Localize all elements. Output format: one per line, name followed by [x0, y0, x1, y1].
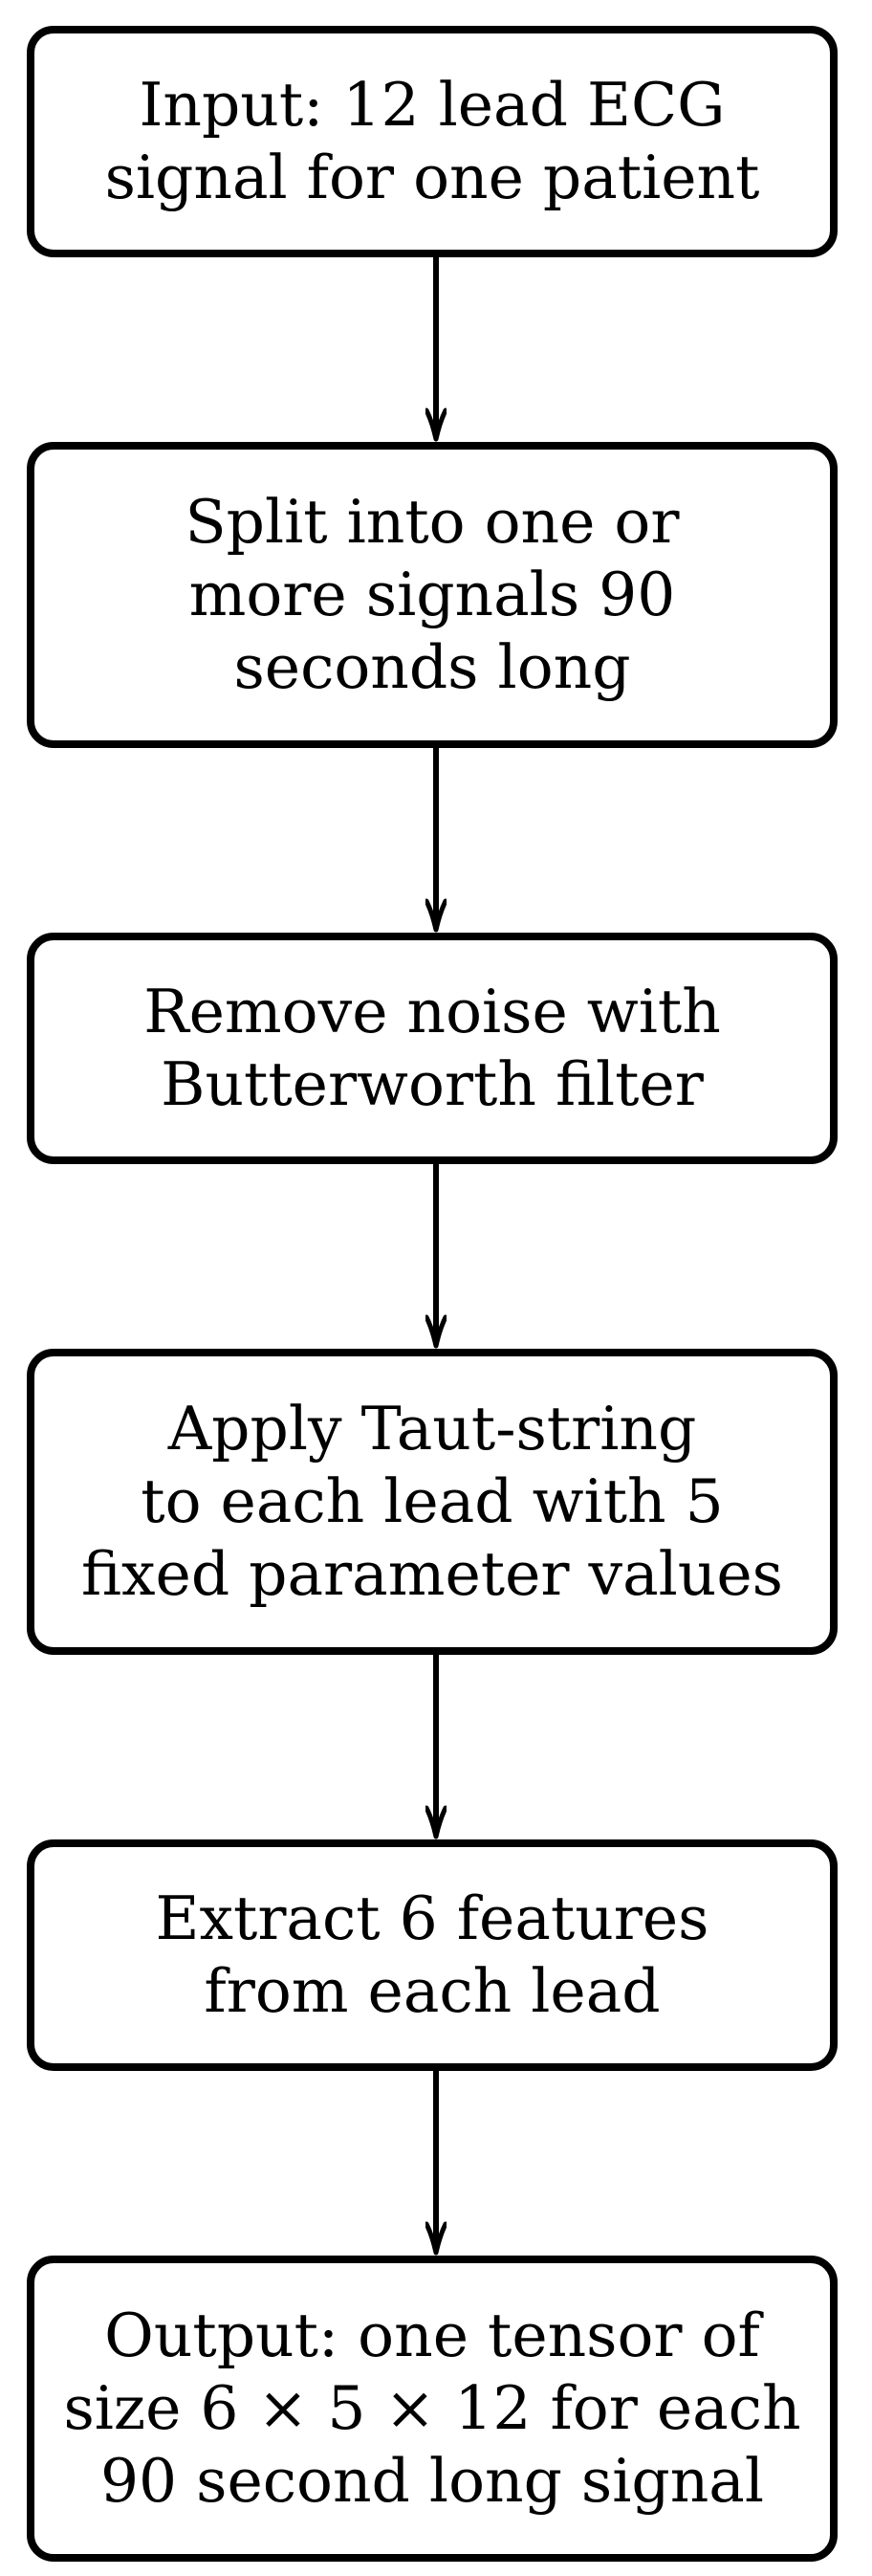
- step-output-line-1: Output: one tensor of: [104, 2301, 760, 2370]
- step-output-line-3: 90 second long signal: [99, 2446, 765, 2516]
- step-taut-string-box: Apply Taut-string to each lead with 5 fi…: [27, 1349, 838, 1655]
- arrow-2: [425, 748, 447, 933]
- step-split-line-3: seconds long: [233, 632, 631, 702]
- step-taut-string-line-2: to each lead with 5: [141, 1466, 724, 1536]
- step-split-box: Split into one or more signals 90 second…: [27, 442, 838, 748]
- step-split-line-1: Split into one or: [185, 487, 680, 557]
- step-output-line-2: size 6 × 5 × 12 for each: [63, 2373, 801, 2443]
- arrow-5: [425, 2071, 447, 2256]
- step-extract-box: Extract 6 features from each lead: [27, 1839, 838, 2071]
- arrow-3: [425, 1164, 447, 1349]
- step-input-line-2: signal for one patient: [104, 143, 760, 212]
- arrow-1: [425, 257, 447, 442]
- step-input-line-1: Input: 12 lead ECG: [139, 70, 726, 140]
- step-taut-string-line-3: fixed parameter values: [80, 1539, 783, 1609]
- step-denoise-line-1: Remove noise with: [143, 977, 721, 1046]
- step-denoise-line-2: Butterworth filter: [161, 1049, 704, 1119]
- step-extract-line-1: Extract 6 features: [155, 1883, 709, 1953]
- step-output-box: Output: one tensor of size 6 × 5 × 12 fo…: [27, 2256, 838, 2562]
- step-denoise-box: Remove noise with Butterworth filter: [27, 933, 838, 1164]
- step-split-line-2: more signals 90: [188, 560, 676, 629]
- step-input-box: Input: 12 lead ECG signal for one patien…: [27, 26, 838, 257]
- step-taut-string-line-1: Apply Taut-string: [167, 1394, 697, 1464]
- arrow-4: [425, 1655, 447, 1839]
- step-extract-line-2: from each lead: [204, 1956, 661, 2026]
